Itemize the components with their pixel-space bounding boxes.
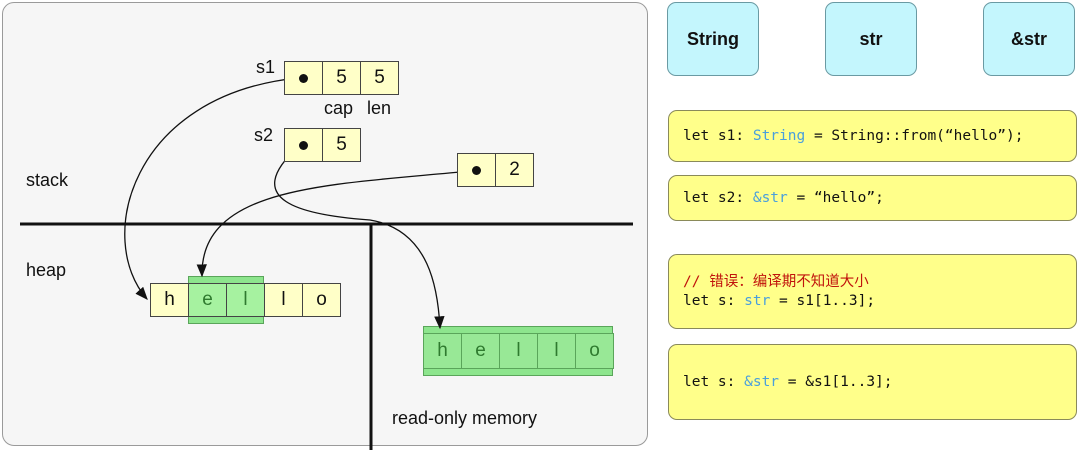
pointer-dot — [299, 73, 308, 83]
code-box-str-error: // 错误：编译期不知道大小 let s: str = s1[1..3]; — [668, 254, 1077, 329]
heap-char: h — [150, 283, 189, 317]
type-box-string: String — [667, 2, 759, 76]
code-type: &str — [744, 373, 780, 390]
s1-len-cell: 5 — [360, 61, 399, 95]
heap-char-sliced: l — [226, 283, 265, 317]
code-box-ref-str: let s2: &str = “hello”; — [668, 175, 1077, 221]
code-text: let s1: — [683, 127, 753, 144]
readonly-char: e — [461, 333, 500, 369]
code-box-slice: let s: &str = &s1[1..3]; — [668, 344, 1077, 420]
slice-len-cell: 2 — [495, 153, 534, 187]
pointer-dot — [299, 140, 308, 150]
s2-ptr-cell — [284, 128, 323, 162]
slice-ptr-cell — [457, 153, 496, 187]
readonly-char: o — [575, 333, 614, 369]
code-text: = &s1[1..3]; — [779, 373, 893, 390]
heap-label: heap — [26, 260, 67, 280]
code-type: str — [744, 292, 771, 309]
s1-cap-cell: 5 — [322, 61, 361, 95]
code-box-string: let s1: String = String::from(“hello”); — [668, 110, 1077, 162]
code-comment: // 错误：编译期不知道大小 — [683, 273, 869, 290]
heap-string: h e l l o — [150, 283, 341, 317]
code-type: &str — [752, 189, 788, 206]
heap-char: l — [264, 283, 303, 317]
code-text: = “hello”; — [787, 189, 884, 206]
code-type: String — [752, 127, 806, 144]
cap-label: cap — [324, 98, 354, 118]
slice-stack-record: 2 — [457, 153, 534, 187]
code-text: = s1[1..3]; — [770, 292, 876, 309]
code-line: let s: str = s1[1..3]; — [683, 292, 1062, 311]
s2-label: s2 — [254, 125, 274, 145]
code-text: let s: — [683, 373, 745, 390]
heap-char-sliced: e — [188, 283, 227, 317]
code-text: let s2: — [683, 189, 753, 206]
s1-ptr-cell — [284, 61, 323, 95]
readonly-string: h e l l o — [423, 333, 614, 369]
code-text: let s: — [683, 292, 745, 309]
code-line: let s1: String = String::from(“hello”); — [683, 127, 1062, 146]
s2-pointer-arrow — [274, 146, 445, 330]
readonly-memory-label: read-only memory — [392, 408, 538, 428]
code-text: = String::from(“hello”); — [805, 127, 1024, 144]
heap-char: o — [302, 283, 341, 317]
readonly-char: l — [537, 333, 576, 369]
s2-stack-record: 5 — [284, 128, 361, 162]
stack-label: stack — [26, 170, 69, 190]
type-box-ref-str: &str — [983, 2, 1075, 76]
readonly-char: h — [423, 333, 462, 369]
slice-pointer-arrow — [196, 170, 471, 278]
s1-pointer-arrow — [124, 77, 299, 300]
s2-len-cell: 5 — [322, 128, 361, 162]
type-box-str: str — [825, 2, 917, 76]
len-label: len — [367, 98, 392, 118]
code-line: let s2: &str = “hello”; — [683, 189, 1062, 208]
readonly-char: l — [499, 333, 538, 369]
code-line: let s: &str = &s1[1..3]; — [683, 373, 1062, 392]
s1-label: s1 — [256, 57, 276, 77]
pointer-dot — [472, 165, 481, 175]
s1-stack-record: 5 5 — [284, 61, 399, 95]
